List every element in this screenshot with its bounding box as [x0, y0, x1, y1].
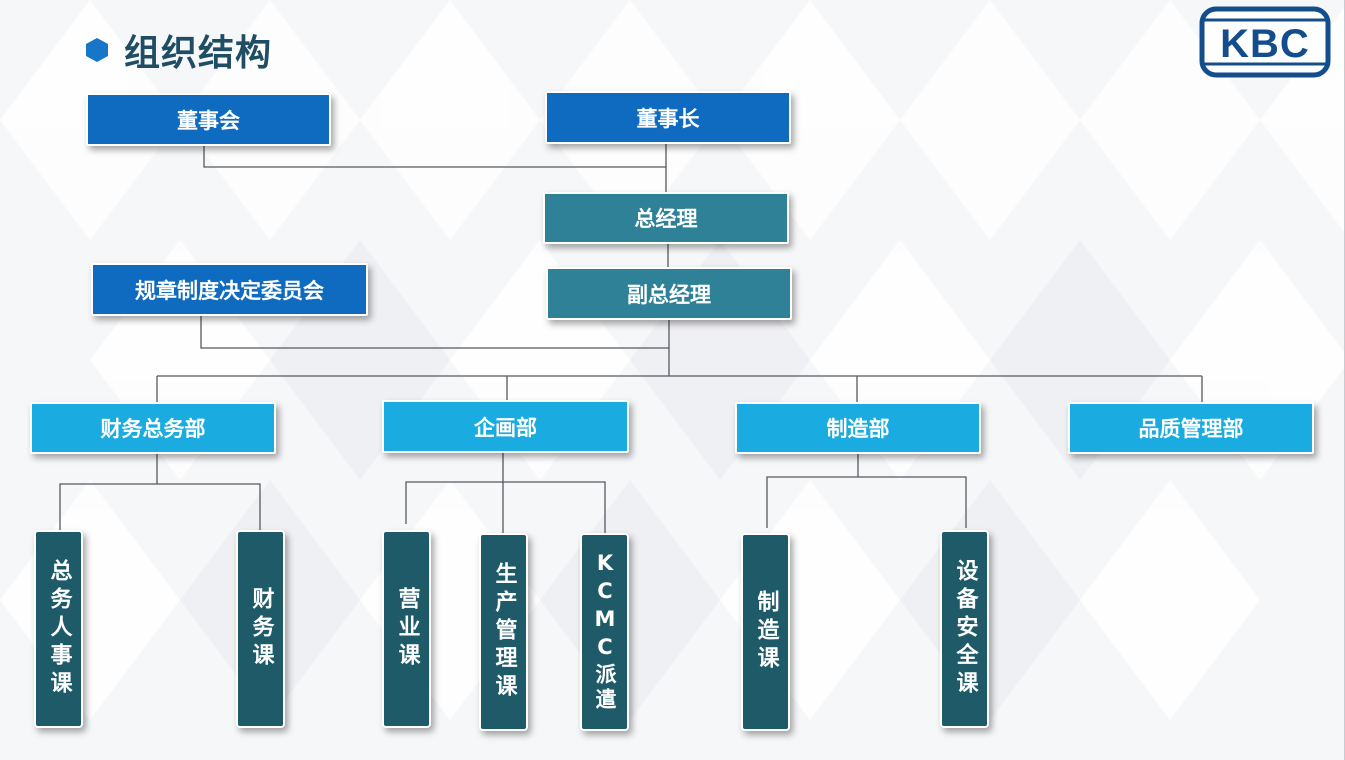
- hexagon-bullet-icon: [86, 38, 108, 62]
- section-production-box: 生产管理课: [479, 533, 528, 731]
- general-manager-box: 总经理: [543, 192, 789, 244]
- section-equipment-label: 设备安全课: [952, 559, 978, 699]
- section-kcmc-box: KCMC派遣: [580, 533, 629, 731]
- kbc-logo: KBC: [1199, 6, 1331, 78]
- page-title: 组织结构: [124, 33, 273, 74]
- section-sales-label: 营业课: [394, 587, 420, 671]
- dept-manufacturing-box: 制造部: [735, 402, 981, 454]
- section-sales-box: 营业课: [382, 530, 431, 728]
- slide-title: 组织结构: [86, 28, 272, 74]
- general-manager-label: 总经理: [634, 207, 698, 231]
- deputy-gm-box: 副总经理: [546, 267, 792, 320]
- board-label: 董事会: [177, 108, 240, 133]
- section-kcmc-label: KCMC派遣: [593, 551, 617, 713]
- section-general-hr-label: 总务人事课: [46, 559, 72, 699]
- section-finance-label: 财务课: [248, 587, 274, 671]
- board-box: 董事会: [86, 93, 331, 146]
- dept-manufacturing-label: 制造部: [826, 417, 890, 441]
- dept-planning-box: 企画部: [382, 400, 629, 453]
- dept-finance-label: 财务总务部: [100, 417, 206, 441]
- dept-quality-label: 品质管理部: [1138, 417, 1244, 441]
- section-mfg-label: 制造课: [753, 590, 779, 674]
- dept-quality-box: 品质管理部: [1068, 402, 1314, 454]
- committee-label: 规章制度决定委员会: [135, 278, 324, 303]
- section-finance-box: 财务课: [236, 530, 285, 728]
- section-production-label: 生产管理课: [491, 562, 517, 702]
- svg-text:KBC: KBC: [1220, 22, 1310, 66]
- dept-finance-box: 财务总务部: [30, 402, 276, 454]
- chairman-box: 董事长: [545, 91, 791, 144]
- chairman-label: 董事长: [636, 106, 700, 131]
- deputy-gm-label: 副总经理: [627, 282, 711, 307]
- committee-box: 规章制度决定委员会: [91, 263, 368, 316]
- section-mfg-box: 制造课: [741, 533, 790, 731]
- section-general-hr-box: 总务人事课: [34, 530, 83, 728]
- section-equipment-box: 设备安全课: [940, 530, 989, 728]
- dept-planning-label: 企画部: [474, 415, 537, 440]
